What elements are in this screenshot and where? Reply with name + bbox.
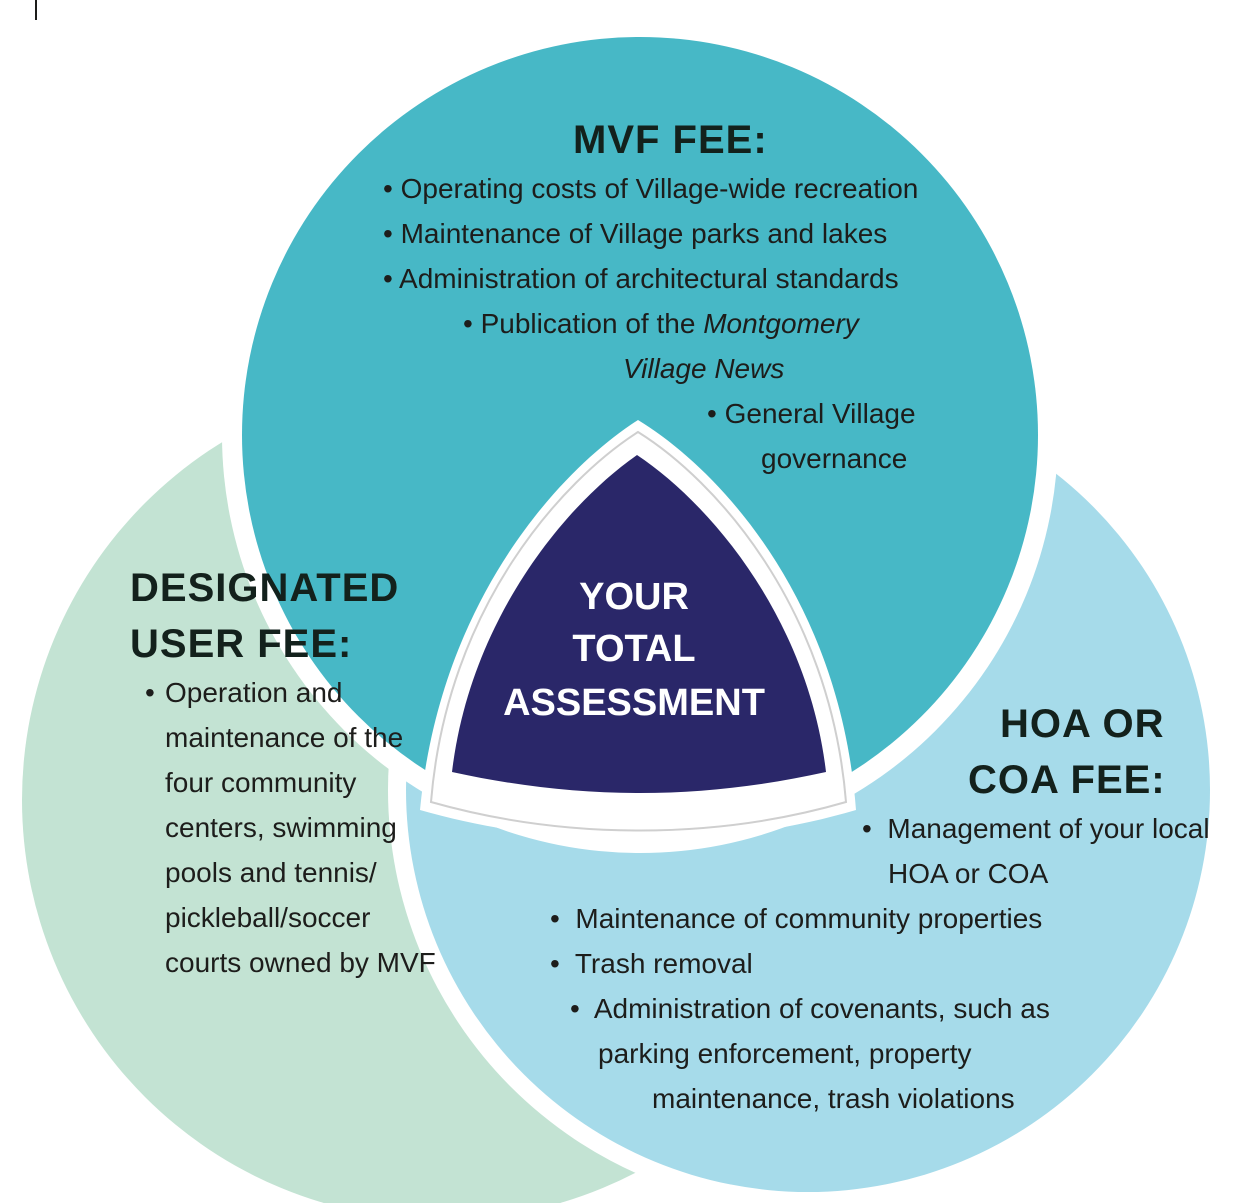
total-assessment-shape [452, 455, 826, 793]
hoa-item-trash: • Trash removal [550, 948, 753, 979]
mvf-item-governance-cont: governance [761, 443, 908, 474]
hoa-item-management-cont: HOA or COA [888, 858, 1049, 889]
hoa-item-covenants: • Administration of covenants, such as [570, 993, 1050, 1024]
hoa-item-management: • Management of your local [862, 813, 1210, 844]
user-fee-line: centers, swimming [165, 812, 397, 843]
mvf-item-recreation: • Operating costs of Village-wide recrea… [383, 173, 919, 204]
user-fee-bullet: • [145, 677, 155, 708]
user-fee-line: pools and tennis/ [165, 857, 377, 888]
hoa-item-properties: • Maintenance of community properties [550, 903, 1043, 934]
total-assessment-line3: ASSESSMENT [503, 682, 765, 724]
mvf-item-publication: • Publication of the Montgomery [463, 308, 859, 339]
user-fee-line: courts owned by MVF [165, 947, 436, 978]
hoa-heading-line1: HOA OR [1000, 702, 1165, 746]
hoa-item-covenants-cont: parking enforcement, property [598, 1038, 972, 1069]
user-fee-line: four community [165, 767, 357, 798]
total-assessment-line1: YOUR [579, 576, 689, 618]
user-fee-heading-line2: USER FEE: [130, 622, 353, 666]
hoa-item-covenants-cont: maintenance, trash violations [652, 1083, 1015, 1114]
user-fee-heading-line1: DESIGNATED [130, 566, 400, 610]
total-assessment-line2: TOTAL [572, 628, 696, 670]
mvf-item-publication-cont: Village News [623, 353, 785, 384]
mvf-item-parks: • Maintenance of Village parks and lakes [383, 218, 888, 249]
user-fee-line: pickleball/soccer [165, 902, 371, 933]
user-fee-line: Operation and [165, 677, 343, 708]
user-fee-line: maintenance of the [165, 722, 404, 753]
mvf-item-governance: • General Village [707, 398, 916, 429]
hoa-heading-line2: COA FEE: [968, 758, 1166, 802]
mvf-item-architecture: • Administration of architectural standa… [383, 263, 899, 294]
mvf-heading: MVF FEE: [573, 118, 768, 162]
